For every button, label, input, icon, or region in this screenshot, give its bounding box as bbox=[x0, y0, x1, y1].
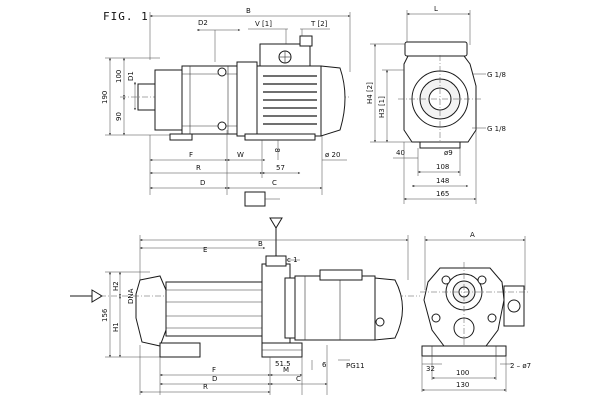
dim-8-label: 8 bbox=[273, 148, 281, 152]
dim-190-label: 190 bbox=[101, 91, 109, 104]
motor-cooling-fins bbox=[263, 75, 317, 125]
dim-c1-label: c 1 bbox=[287, 256, 298, 264]
pg11-label: PG11 bbox=[346, 362, 365, 370]
dim-dia7-label: 2 – ø7 bbox=[510, 362, 531, 370]
dim-b2-label: B bbox=[258, 240, 263, 248]
dim-100-label-2: 100 bbox=[456, 369, 469, 377]
dim-d-label-2: D bbox=[212, 375, 217, 383]
dim-dia9-label: ø9 bbox=[444, 149, 453, 157]
dim-a-label: A bbox=[470, 231, 475, 239]
dim-57-label: 57 bbox=[276, 164, 285, 172]
dim-h3-label: H3 [1] bbox=[378, 96, 386, 118]
plug-g-bottom-label: G 1/8 bbox=[487, 125, 506, 133]
dim-32-label: 32 bbox=[426, 365, 435, 373]
top-side-view: B D2 V [1] T [2] 190 100 90 D1 bbox=[101, 7, 351, 207]
dim-v1-label: V [1] bbox=[255, 20, 272, 28]
dim-d2-label: D2 bbox=[198, 19, 208, 27]
dim-h4-label: H4 [2] bbox=[366, 82, 374, 104]
dim-165-label: 165 bbox=[436, 190, 449, 198]
dim-r-label: R bbox=[196, 164, 201, 172]
dim-130-label: 130 bbox=[456, 381, 469, 389]
dim-f-label: F bbox=[189, 151, 193, 159]
dim-d-label: D bbox=[200, 179, 205, 187]
dim-w-label: W bbox=[237, 151, 244, 159]
dim-e-label: E bbox=[203, 246, 207, 254]
dim-d1-label: D1 bbox=[127, 71, 135, 81]
dim-m-label: M bbox=[283, 366, 289, 374]
bottom-end-view: A 32 100 130 2 – ø7 bbox=[420, 231, 531, 392]
figure-title: FIG. 1 bbox=[103, 10, 149, 23]
dim-b-label: B bbox=[246, 7, 251, 15]
dim-h1-label: H1 bbox=[112, 322, 120, 332]
dim-t2-label: T [2] bbox=[310, 20, 328, 28]
dim-6-label: 6 bbox=[322, 361, 327, 369]
dim-515-label: 51.5 bbox=[275, 360, 291, 368]
dim-f2-label: F bbox=[212, 366, 216, 374]
dim-100-label: 100 bbox=[115, 70, 123, 83]
dim-h2-label: H2 bbox=[112, 281, 120, 291]
dim-90-label: 90 bbox=[115, 112, 123, 121]
dim-108-label: 108 bbox=[436, 163, 449, 171]
top-end-view: L H4 [2] H3 [1] G 1/8 G 1/8 40 ø9 108 bbox=[366, 5, 506, 204]
dim-c-label: C bbox=[272, 179, 277, 187]
plug-g-top-label: G 1/8 bbox=[487, 71, 506, 79]
dim-r-label-2: R bbox=[203, 383, 208, 391]
dim-148-label: 148 bbox=[436, 177, 449, 185]
dim-40-label: 40 bbox=[396, 149, 405, 157]
dim-156-label: 156 bbox=[101, 308, 109, 322]
bottom-side-view: E B c 1 156 H2 H1 DNA bbox=[70, 217, 420, 395]
dim-c-label-2: C bbox=[296, 375, 301, 383]
dim-l-label: L bbox=[434, 5, 438, 13]
dim-dia20-label: ø 20 bbox=[325, 151, 340, 159]
